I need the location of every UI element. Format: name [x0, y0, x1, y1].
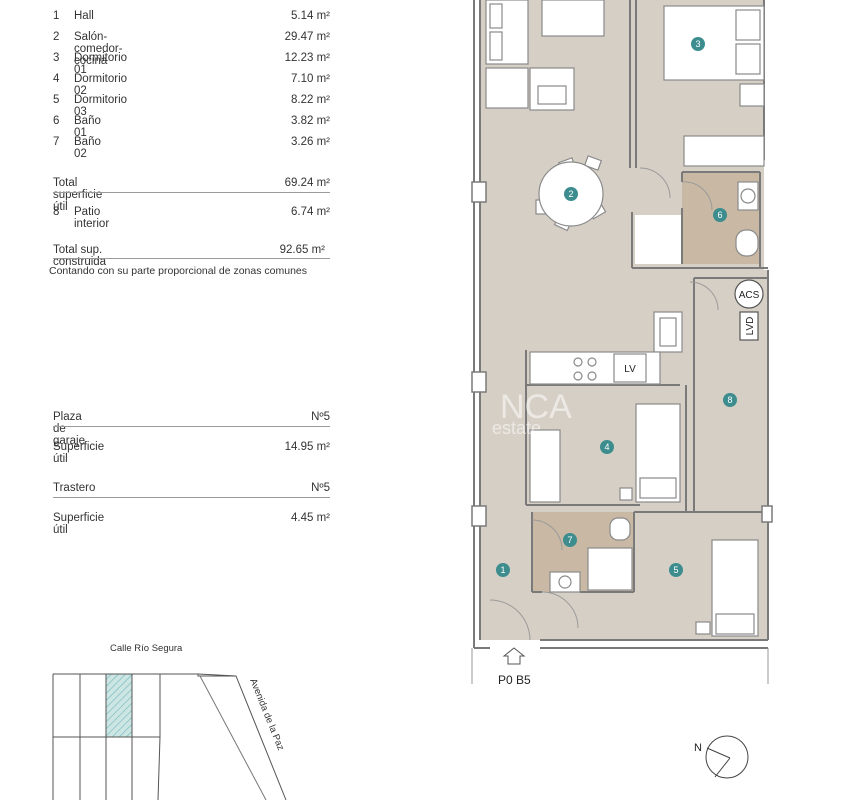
street-top-label: Calle Río Segura [110, 643, 183, 654]
living-furniture [485, 0, 605, 111]
entrance-arrow-icon [502, 647, 526, 665]
unit-location-highlight [105, 673, 133, 738]
room-marker-label: 8 [727, 395, 732, 405]
north-arrow-icon [705, 735, 749, 779]
acs-label: ACS [739, 290, 760, 301]
utility-fixtures [734, 279, 764, 341]
room-marker-label: 2 [568, 189, 573, 199]
room-marker-label: 4 [604, 442, 609, 452]
common-areas-note: Contando con su parte proporcional de zo… [49, 265, 307, 277]
watermark-logo: NCA [500, 388, 572, 426]
site-plan [52, 673, 287, 800]
room-marker-8 [723, 393, 737, 407]
bed-bedroom-03 [695, 539, 759, 637]
room-marker-label: 6 [717, 210, 722, 220]
shower-tray [635, 215, 682, 264]
divider [53, 497, 330, 498]
divider [53, 426, 330, 427]
facade-openings [471, 181, 773, 527]
room-marker-7 [563, 533, 577, 547]
room-marker-4 [600, 440, 614, 454]
street-side-label: Avenida de la Paz [247, 677, 286, 752]
room-marker-1 [496, 563, 510, 577]
kitchen-counter [529, 311, 683, 385]
room-markers [496, 37, 737, 577]
door-swings [489, 167, 719, 641]
unit-label: P0 B5 [498, 673, 531, 687]
room-marker-label: 5 [673, 565, 678, 575]
bed-bedroom-01 [663, 5, 765, 167]
lvd-label: LVD [745, 317, 756, 336]
room-marker-3 [691, 37, 705, 51]
watermark-subtitle: estate [492, 418, 541, 438]
divider [53, 258, 330, 259]
room-marker-label: 7 [567, 535, 572, 545]
room-marker-5 [669, 563, 683, 577]
bed-bedroom-02 [529, 403, 681, 503]
bathroom-01-fixtures [735, 181, 759, 257]
lv-label: LV [624, 364, 636, 375]
room-marker-6 [713, 208, 727, 222]
divider [53, 192, 330, 193]
room-marker-labels: 3 2 6 8 4 7 1 5 [500, 39, 732, 575]
room-marker-label: 1 [500, 565, 505, 575]
bathroom-02-fixtures [549, 517, 633, 593]
north-label: N [694, 742, 702, 754]
room-marker-label: 3 [695, 39, 700, 49]
room-marker-2 [564, 187, 578, 201]
